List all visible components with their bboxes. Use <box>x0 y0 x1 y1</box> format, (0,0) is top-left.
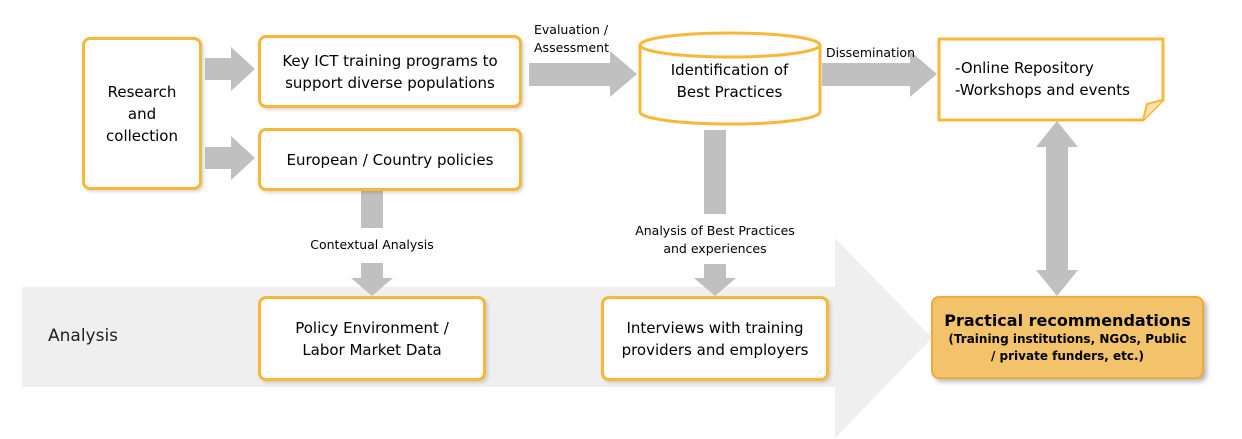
arrow-dissemination <box>822 51 937 97</box>
database-shape <box>638 31 822 126</box>
arrow-double-vertical <box>1036 121 1078 296</box>
recommendations-subtitle: (Training institutions, NGOs, Public / p… <box>948 331 1187 363</box>
interviews-text: Interviews with training providers and e… <box>621 318 809 359</box>
output-note-shape <box>937 37 1165 122</box>
ict-programs-box: Key ICT training programs to support div… <box>258 35 522 108</box>
contextual-analysis-label: Contextual Analysis <box>310 237 434 252</box>
recommendations-title: Practical recommendations <box>944 310 1191 330</box>
policy-environment-text: Policy Environment / Labor Market Data <box>295 318 449 359</box>
dissemination-label: Dissemination <box>826 45 915 60</box>
policies-text: European / Country policies <box>286 150 494 169</box>
analysis-band-label: Analysis <box>48 326 119 346</box>
research-collection-text: Research and collection <box>106 82 178 145</box>
arrow-contextual-bottom <box>351 263 393 296</box>
analysis-best-practices-label: Analysis of Best Practices and experienc… <box>635 223 795 256</box>
identification-box: Identification of Best Practices <box>670 61 789 101</box>
interviews-box: Interviews with training providers and e… <box>601 296 829 381</box>
arrow-bp-top <box>704 130 726 214</box>
arrow-research-to-ict <box>205 47 255 91</box>
arrow-contextual-top <box>361 190 383 228</box>
recommendations-box: Practical recommendations (Training inst… <box>931 296 1204 379</box>
evaluation-label: Evaluation / Assessment <box>534 22 609 55</box>
arrow-research-to-policies <box>205 136 255 180</box>
policy-environment-box: Policy Environment / Labor Market Data <box>258 296 486 381</box>
policies-box: European / Country policies <box>258 128 522 191</box>
research-collection-box: Research and collection <box>82 37 202 190</box>
ict-programs-text: Key ICT training programs to support div… <box>282 51 498 92</box>
arrow-bp-bottom <box>694 264 736 296</box>
outputs-box: -Online Repository -Workshops and events <box>955 59 1130 99</box>
arrow-evaluation <box>529 51 637 97</box>
